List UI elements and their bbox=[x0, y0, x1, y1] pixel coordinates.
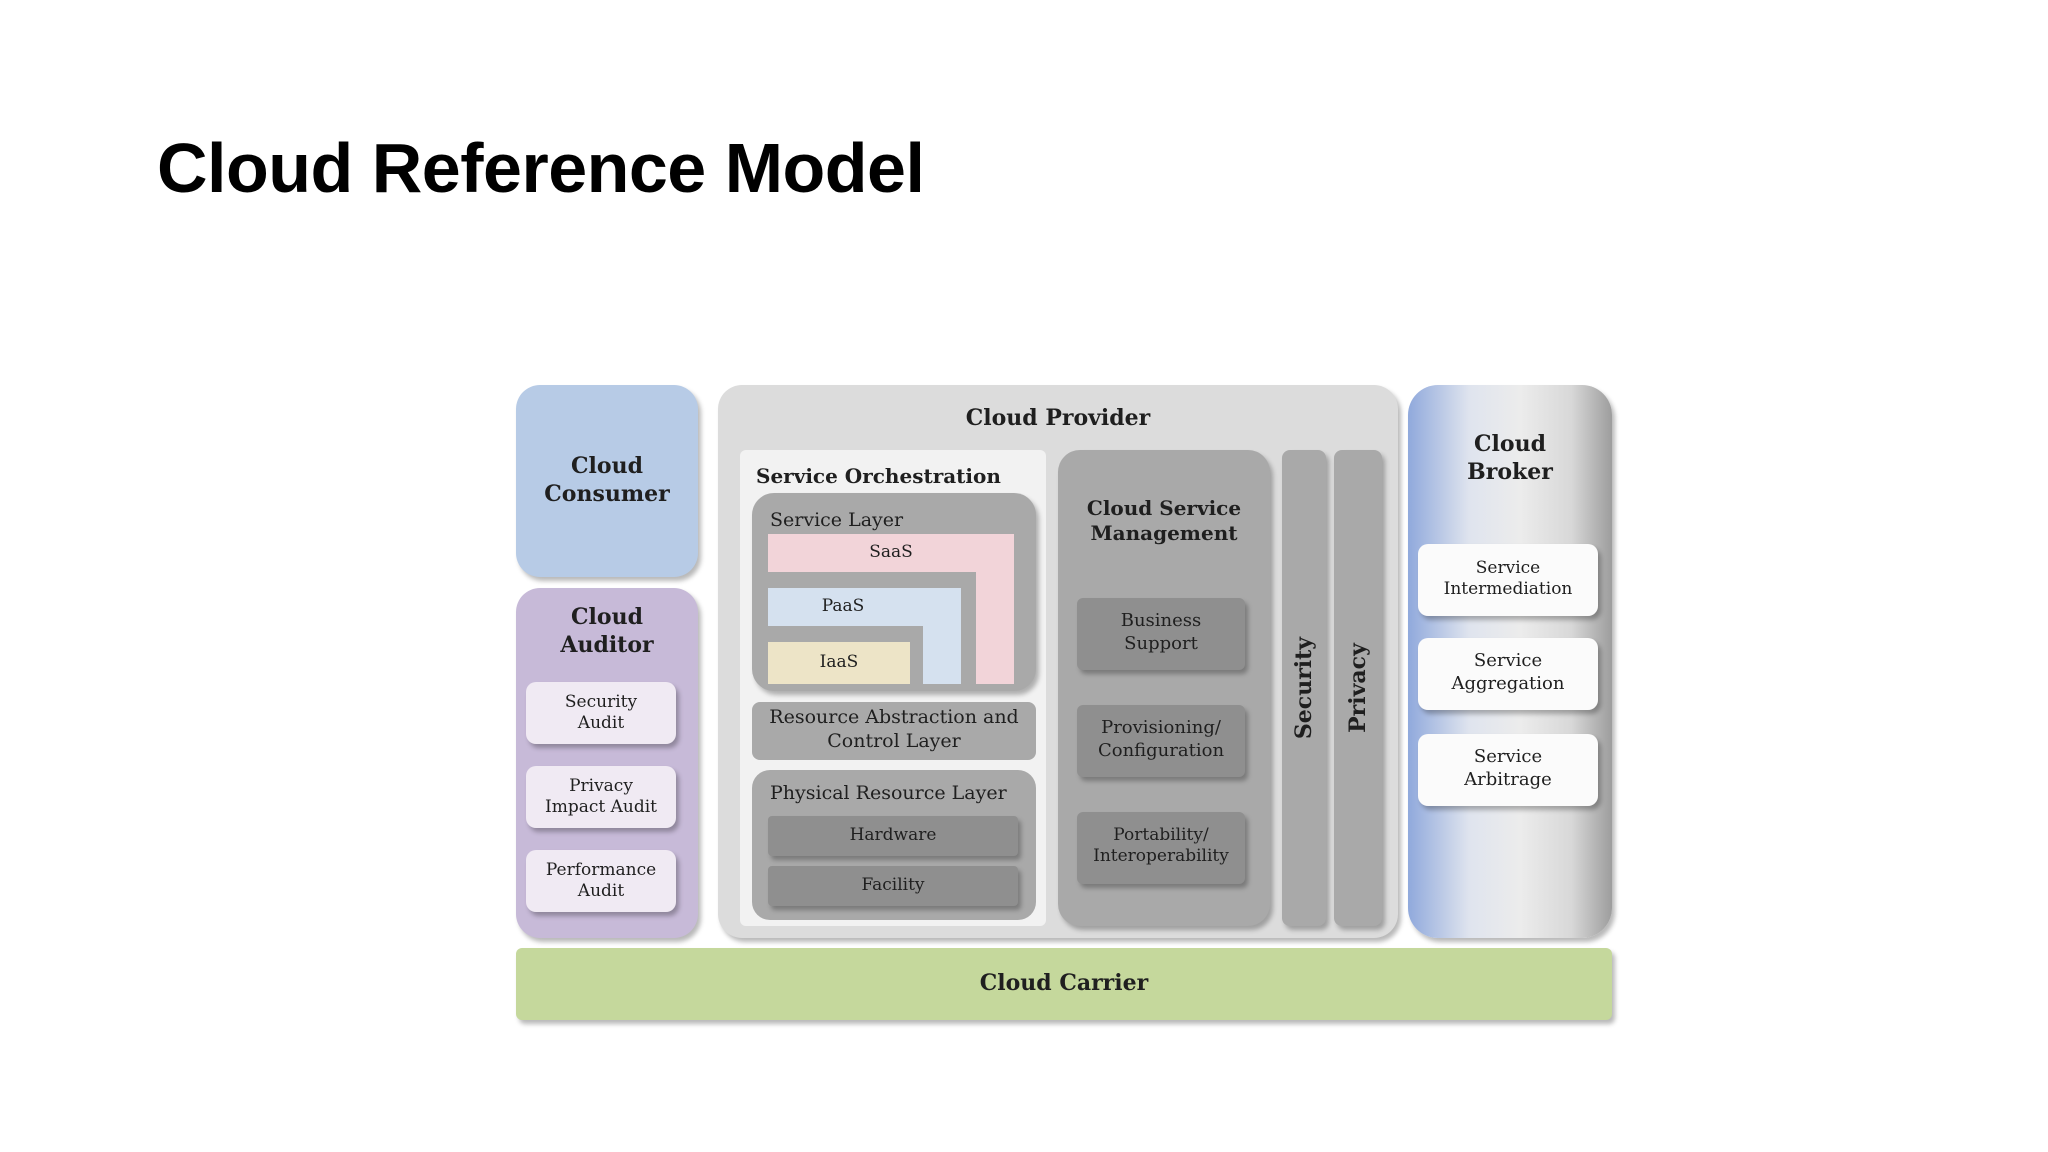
saas-label: SaaS bbox=[869, 542, 913, 562]
facility-box: Facility bbox=[768, 866, 1018, 906]
business-support-box: Business Support bbox=[1077, 598, 1245, 670]
cloud-consumer-label: Cloud Consumer bbox=[544, 453, 670, 507]
performance-audit-label: Performance Audit bbox=[545, 860, 657, 902]
security-column: Security bbox=[1282, 450, 1326, 926]
hardware-box: Hardware bbox=[768, 816, 1018, 856]
service-arbitrage-box: Service Arbitrage bbox=[1418, 734, 1598, 806]
facility-label: Facility bbox=[861, 875, 925, 895]
cloud-auditor-label: Cloud Auditor bbox=[560, 604, 654, 658]
service-aggregation-box: Service Aggregation bbox=[1418, 638, 1598, 710]
paas-label: PaaS bbox=[821, 596, 865, 616]
service-layer-label: Service Layer bbox=[770, 509, 904, 531]
cloud-broker-label: Cloud Broker bbox=[1467, 431, 1553, 485]
saas-layer-extent bbox=[976, 534, 1014, 684]
cloud-carrier-label: Cloud Carrier bbox=[979, 970, 1149, 996]
service-intermediation-box: Service Intermediation bbox=[1418, 544, 1598, 616]
service-orchestration-label: Service Orchestration bbox=[756, 464, 1001, 488]
service-aggregation-label: Service Aggregation bbox=[1451, 650, 1565, 694]
service-arbitrage-label: Service Arbitrage bbox=[1464, 746, 1552, 790]
performance-audit-box: Performance Audit bbox=[526, 850, 676, 912]
security-label: Security bbox=[1291, 636, 1317, 740]
cloud-provider-label: Cloud Provider bbox=[965, 405, 1151, 431]
iaas-layer: IaaS bbox=[768, 642, 910, 684]
portability-interoperability-box: Portability/ Interoperability bbox=[1077, 812, 1245, 884]
cloud-consumer-box: Cloud Consumer bbox=[516, 385, 698, 577]
paas-layer-extent bbox=[923, 588, 961, 684]
iaas-label: IaaS bbox=[819, 652, 859, 672]
security-audit-label: Security Audit bbox=[564, 692, 638, 734]
service-intermediation-label: Service Intermediation bbox=[1443, 558, 1573, 600]
privacy-impact-audit-box: Privacy Impact Audit bbox=[526, 766, 676, 828]
resource-abstraction-box: Resource Abstraction and Control Layer bbox=[752, 702, 1036, 760]
saas-layer: SaaS bbox=[768, 534, 1014, 572]
provisioning-configuration-label: Provisioning/ Configuration bbox=[1097, 717, 1225, 761]
cloud-carrier-box: Cloud Carrier bbox=[516, 948, 1612, 1020]
cloud-service-management-label: Cloud Service Management bbox=[1086, 496, 1242, 545]
slide-title: Cloud Reference Model bbox=[157, 129, 925, 207]
privacy-column: Privacy bbox=[1334, 450, 1382, 926]
hardware-label: Hardware bbox=[849, 825, 937, 845]
provisioning-configuration-box: Provisioning/ Configuration bbox=[1077, 705, 1245, 777]
privacy-impact-audit-label: Privacy Impact Audit bbox=[545, 776, 657, 818]
portability-interoperability-label: Portability/ Interoperability bbox=[1093, 825, 1229, 867]
physical-resource-layer-label: Physical Resource Layer bbox=[770, 782, 1007, 804]
business-support-label: Business Support bbox=[1120, 610, 1202, 654]
resource-abstraction-label: Resource Abstraction and Control Layer bbox=[769, 706, 1019, 752]
privacy-label: Privacy bbox=[1345, 643, 1371, 733]
security-audit-box: Security Audit bbox=[526, 682, 676, 744]
